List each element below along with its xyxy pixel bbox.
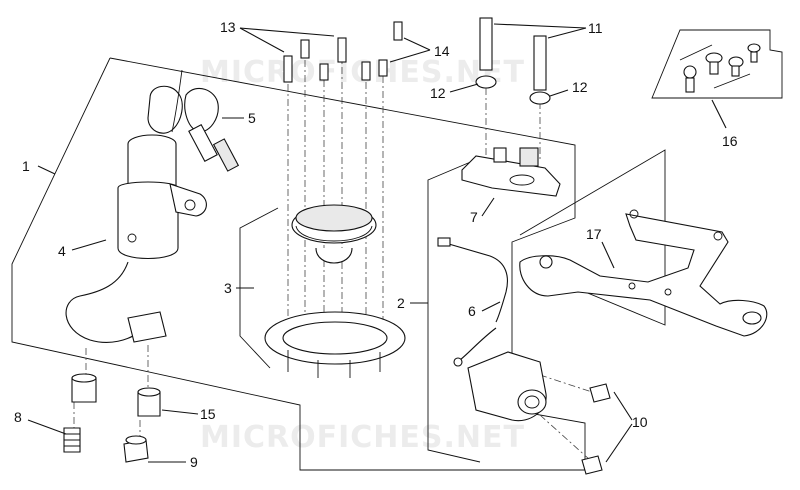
- callout-labels: 1 2 3 4 5 6 7 8 9 10 11 12 12 13 14 15 1…: [14, 19, 738, 470]
- bracket-drawing: [519, 209, 768, 337]
- group-outline-1: [11, 57, 586, 471]
- callout-17: 17: [586, 226, 602, 242]
- callout-15: 15: [200, 406, 216, 422]
- assembly-lines: [73, 52, 596, 461]
- callout-4: 4: [58, 243, 66, 259]
- callout-3: 3: [224, 280, 232, 296]
- callout-5: 5: [248, 110, 256, 126]
- callout-12-left: 12: [430, 85, 446, 101]
- callout-16: 16: [722, 133, 738, 149]
- callout-10: 10: [632, 414, 648, 430]
- callout-12-right: 12: [572, 79, 588, 95]
- watermark-bottom: MICROFICHES.NET: [200, 420, 525, 455]
- small-parts-drawing: [63, 373, 161, 463]
- callout-6: 6: [468, 303, 476, 319]
- latch-body-drawing: [467, 351, 611, 475]
- group-bracket-2: [427, 157, 481, 463]
- callout-11: 11: [588, 20, 603, 36]
- ignition-switch-drawing: [65, 134, 207, 343]
- keys-drawing: [147, 69, 240, 172]
- leader-lines: [27, 23, 727, 463]
- callout-14: 14: [434, 43, 450, 59]
- callout-1: 1: [22, 158, 30, 174]
- mount-plate-drawing: [461, 147, 561, 197]
- callout-2: 2: [397, 295, 405, 311]
- callout-9: 9: [190, 454, 198, 470]
- callout-7: 7: [470, 209, 478, 225]
- fuel-cap-drawing: [264, 204, 406, 378]
- screws-drawing: [283, 21, 403, 83]
- group-bracket-3: [239, 207, 279, 369]
- callout-8: 8: [14, 409, 22, 425]
- hardware-pack-drawing: [651, 29, 783, 99]
- release-cable-drawing: [437, 237, 508, 367]
- callout-13: 13: [220, 19, 236, 35]
- bolts-drawing: [475, 17, 551, 105]
